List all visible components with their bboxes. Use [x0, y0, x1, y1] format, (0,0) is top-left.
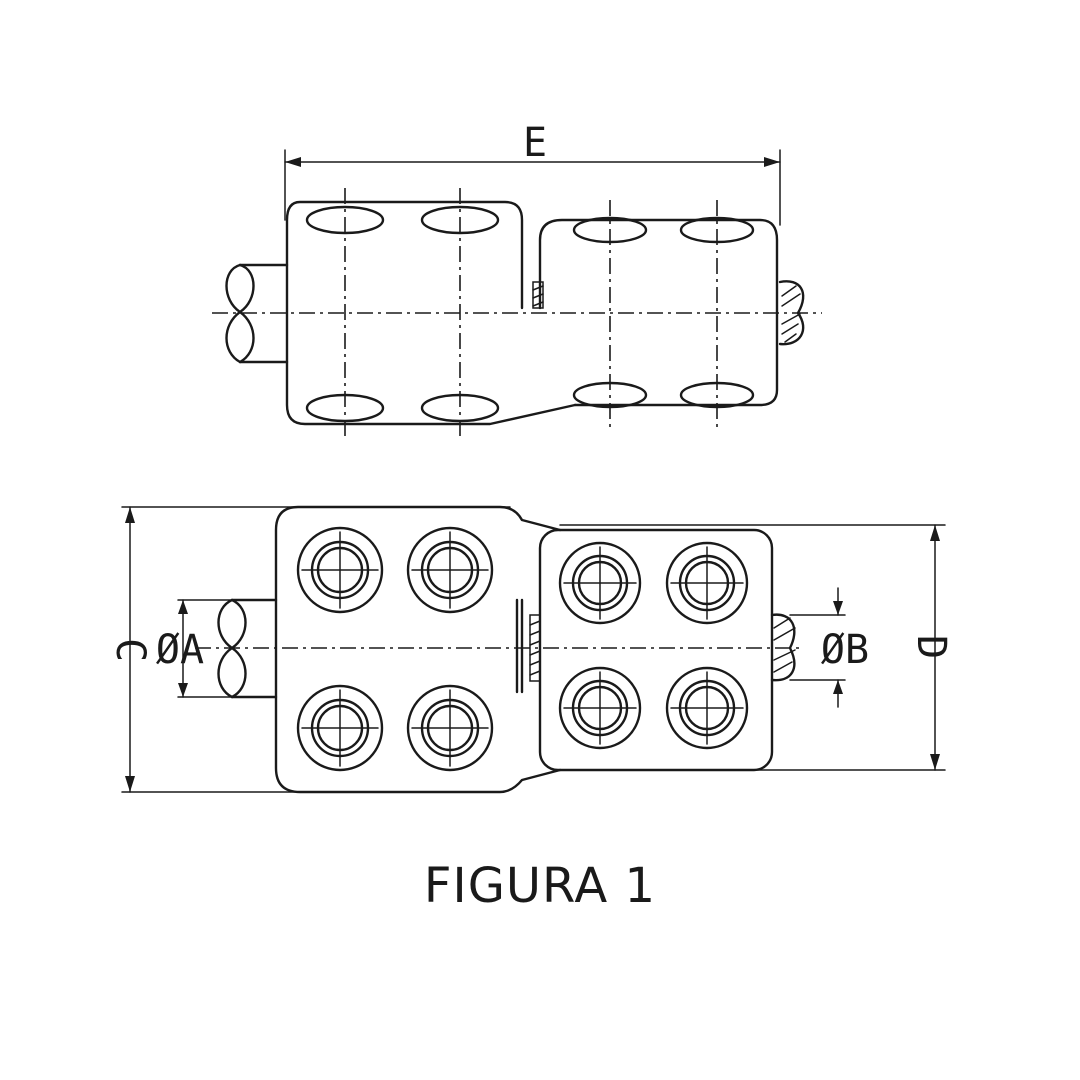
bolt — [665, 541, 749, 625]
bolt — [296, 684, 384, 772]
dimension-d: D — [559, 524, 954, 771]
bolt-holes-top-row — [305, 205, 755, 244]
bolt-group — [296, 526, 749, 772]
center-hatch — [532, 281, 544, 309]
bolt — [406, 684, 494, 772]
right-cable-b: ØB — [770, 587, 869, 708]
large-plate-outline — [274, 505, 562, 794]
bolt — [558, 541, 642, 625]
dimension-label-b: ØB — [821, 627, 869, 673]
dimension-label-a: ØA — [156, 627, 204, 673]
dimension-label-e: E — [523, 120, 547, 166]
large-body-outline — [285, 200, 577, 426]
figure-caption: FIGURA 1 — [423, 858, 657, 914]
left-cable-stub — [225, 263, 289, 364]
plan-center-hatch — [515, 598, 541, 694]
bolt — [296, 526, 384, 614]
dimension-e: E — [284, 120, 781, 226]
side-view-centerlines — [212, 188, 822, 438]
dimension-label-d: D — [908, 635, 954, 659]
side-elevation-view: E — [212, 120, 822, 438]
left-cable-a: ØA — [156, 598, 278, 699]
dimension-label-c: C — [107, 638, 153, 662]
small-body-outline — [538, 218, 779, 407]
bolt — [406, 526, 494, 614]
bolt — [558, 666, 642, 750]
plan-view: C D — [107, 505, 954, 794]
bolt — [665, 666, 749, 750]
